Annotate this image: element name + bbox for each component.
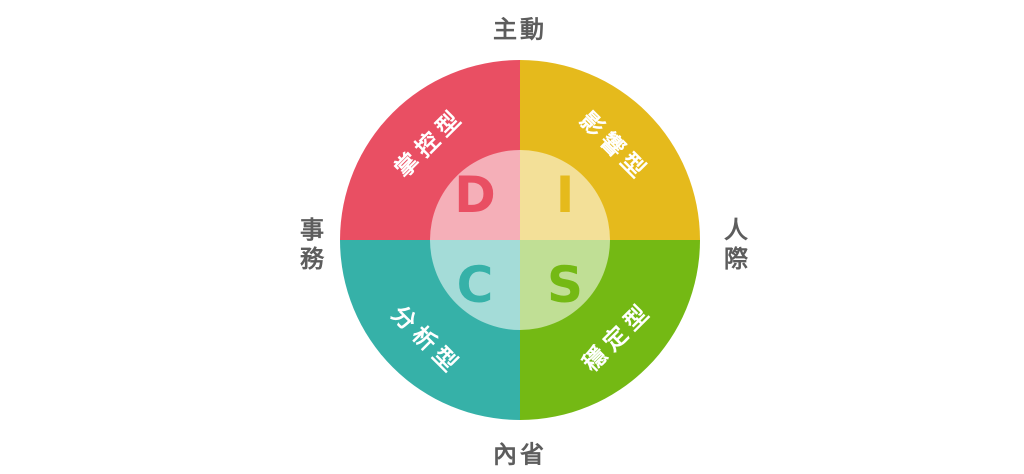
axis-label-bottom-introspective: 內省 bbox=[493, 440, 547, 469]
axis-label-top-proactive: 主動 bbox=[493, 15, 547, 44]
axis-label-left-task: 事務 bbox=[295, 217, 324, 275]
center-letter-s: S bbox=[546, 256, 583, 314]
inner-circle: D I C S bbox=[430, 150, 610, 330]
center-letter-c: C bbox=[456, 256, 494, 314]
axis-label-right-people: 人際 bbox=[719, 217, 748, 275]
center-letter-i: I bbox=[555, 166, 575, 224]
center-letter-d: D bbox=[454, 166, 496, 224]
